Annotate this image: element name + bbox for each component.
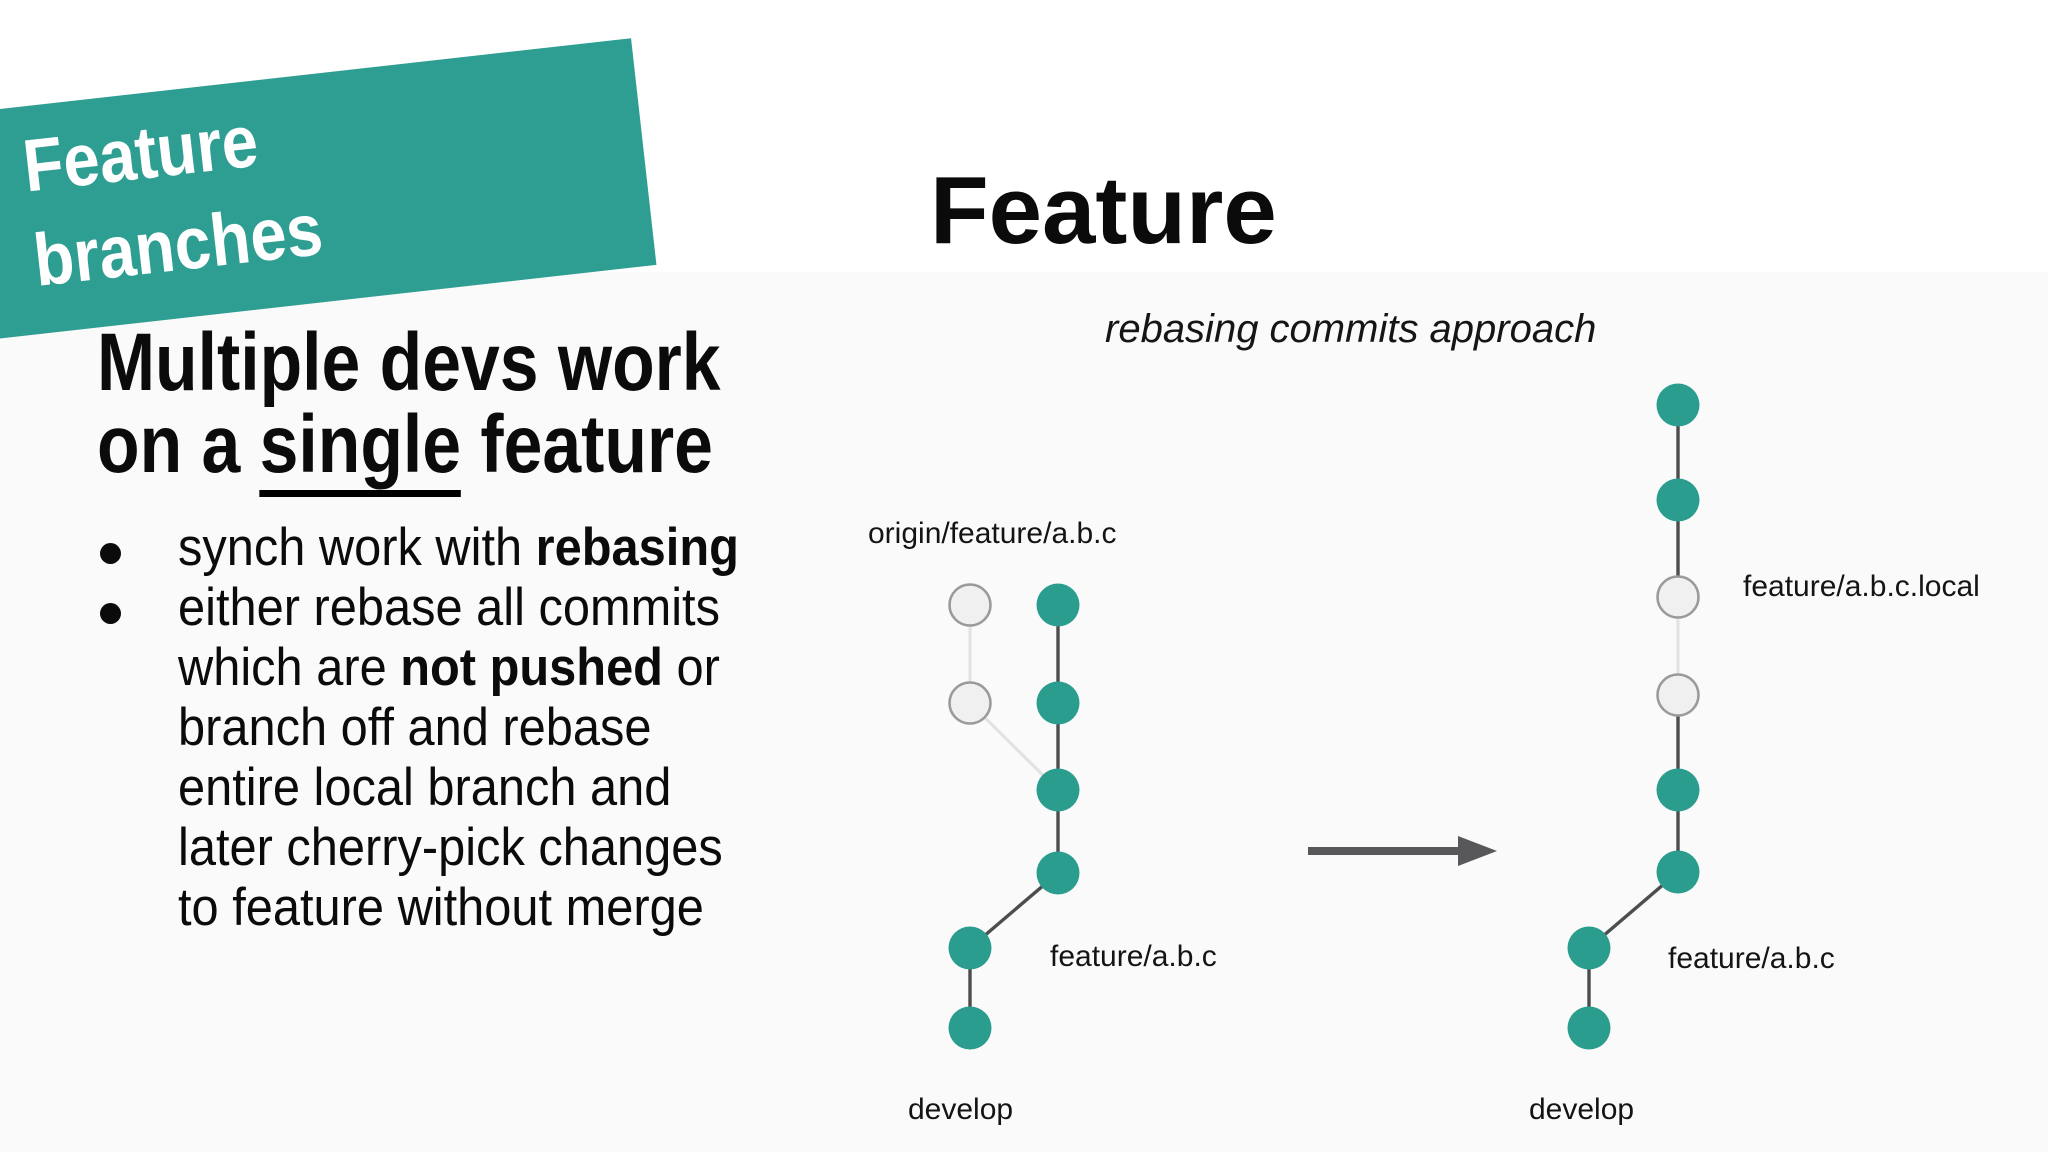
text-segment: entire local branch and — [178, 758, 672, 817]
text-segment: either rebase all commits — [178, 578, 720, 637]
commit-node-gray — [1656, 673, 1700, 717]
label-right-develop-branch: develop — [1529, 1093, 1635, 1126]
text-segment: not pushed — [400, 638, 663, 697]
text-segment: single — [259, 399, 462, 497]
slide-background — [0, 272, 2048, 1152]
bullet-item-1: synch work with rebasing — [178, 518, 739, 578]
text-segment: which are — [178, 638, 401, 697]
label-left-develop-branch: develop — [908, 1093, 1014, 1126]
text-segment: branch off and rebase — [178, 698, 652, 757]
text-segment: feature — [461, 399, 713, 490]
text-segment: rebasing — [535, 518, 739, 577]
commit-node-teal — [948, 926, 992, 970]
commit-node-teal — [1656, 478, 1700, 522]
commit-node-teal — [1567, 1006, 1611, 1050]
text-segment: on a — [97, 399, 260, 490]
bullet-dot-1 — [100, 543, 121, 564]
commit-node-gray — [948, 583, 992, 627]
page-subtitle: rebasing commits approach — [1105, 307, 1597, 351]
text-segment: Multiple devs work — [97, 317, 721, 408]
commit-node-gray — [948, 681, 992, 725]
text-segment: or — [662, 638, 720, 697]
label-left-feature-branch: feature/a.b.c — [1050, 940, 1217, 973]
commit-node-teal — [1567, 926, 1611, 970]
page-title: Feature — [930, 157, 1277, 264]
label-right-feature-branch: feature/a.b.c — [1668, 942, 1835, 975]
commit-node-teal — [1036, 851, 1080, 895]
text-segment: later cherry-pick changes — [178, 818, 723, 877]
commit-node-teal — [1036, 681, 1080, 725]
commit-node-teal — [1036, 768, 1080, 812]
bullet-dot-2 — [100, 603, 121, 624]
label-origin-feature-branch: origin/feature/a.b.c — [868, 517, 1117, 550]
commit-node-gray — [1656, 575, 1700, 619]
commit-node-teal — [1656, 850, 1700, 894]
transform-arrow — [1308, 836, 1497, 866]
text-segment: to feature without merge — [178, 878, 704, 937]
commit-node-teal — [948, 1006, 992, 1050]
commit-node-teal — [1656, 383, 1700, 427]
text-segment: synch work with — [178, 518, 536, 577]
commit-node-teal — [1656, 768, 1700, 812]
commit-node-teal — [1036, 583, 1080, 627]
label-feature-local-branch: feature/a.b.c.local — [1743, 570, 1980, 603]
